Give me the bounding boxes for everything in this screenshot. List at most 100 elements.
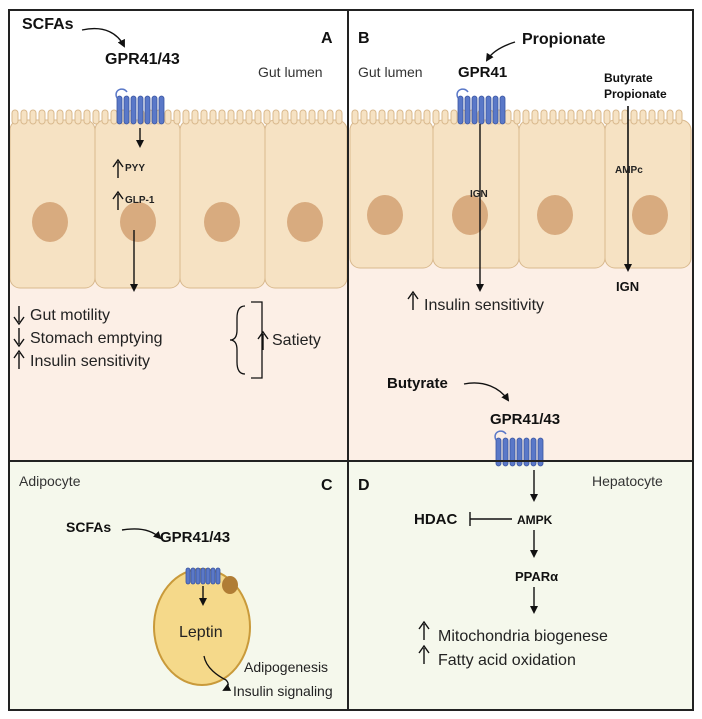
- microvillus: [326, 109, 334, 125]
- receptor-icon-b: [456, 88, 506, 125]
- microvillus: [299, 109, 307, 125]
- panel-letter-b: B: [358, 30, 370, 47]
- nucleus: [204, 202, 240, 242]
- microvillus: [414, 109, 422, 125]
- microvillus: [209, 109, 217, 125]
- butyrate-curved-arrow: [463, 382, 510, 402]
- ppar-label: PPARα: [515, 569, 559, 584]
- microvillus: [317, 109, 325, 125]
- epithelial-cells-a: [9, 119, 348, 289]
- microvillus: [290, 109, 298, 125]
- microvillus: [182, 109, 190, 125]
- epithelial-cells-b: [349, 119, 692, 269]
- effect-mitochondria: Mitochondria biogenese: [438, 628, 608, 645]
- microvillus: [621, 109, 629, 125]
- microvillus: [272, 109, 280, 125]
- curly-brace: [229, 305, 246, 375]
- receptor-label-a: GPR41/43: [105, 51, 180, 68]
- microvillus: [360, 109, 368, 125]
- microvillus: [173, 109, 181, 125]
- microvillus: [405, 109, 413, 125]
- ign-label: IGN: [616, 279, 640, 294]
- microvillus: [657, 109, 665, 125]
- microvillus: [254, 109, 262, 125]
- ampc-label: AMPc: [615, 165, 643, 176]
- leptin-label: Leptin: [179, 624, 223, 641]
- microvillus: [227, 109, 235, 125]
- microvillus: [65, 109, 73, 125]
- adipocyte-output-arrow: [203, 655, 232, 691]
- microvillus: [191, 109, 199, 125]
- microvillus: [92, 109, 100, 125]
- microvillus: [308, 109, 316, 125]
- adipogenesis-label: Adipogenesis: [244, 659, 329, 675]
- microvillus: [236, 109, 244, 125]
- microvillus: [432, 109, 440, 125]
- panel-letter-c: C: [321, 477, 333, 494]
- panel-letter-a: A: [321, 30, 333, 47]
- up-arrow-icon: [418, 620, 430, 640]
- microvillus: [74, 109, 82, 125]
- microvillus: [522, 109, 530, 125]
- region-label-d: Hepatocyte: [592, 473, 663, 489]
- pyy-label: PYY: [125, 163, 146, 174]
- effect-fatty-acid: Fatty acid oxidation: [438, 652, 576, 669]
- up-arrow-icon: [13, 349, 25, 369]
- propionate-label: Propionate: [522, 31, 606, 48]
- scfas-curved-arrow-c: [121, 528, 162, 540]
- microvillus: [666, 109, 674, 125]
- nucleus: [537, 195, 573, 235]
- scfas-curved-arrow-a: [81, 28, 125, 48]
- microvillus: [585, 109, 593, 125]
- microvillus: [101, 109, 109, 125]
- microvillus: [110, 109, 118, 125]
- glp1-label: GLP-1: [125, 195, 155, 206]
- hdac-label: HDAC: [414, 511, 458, 528]
- down-arrow-icon: [13, 306, 25, 326]
- region-label-b: Gut lumen: [358, 64, 423, 80]
- microvillus: [576, 109, 584, 125]
- microvillus: [200, 109, 208, 125]
- receptor-label-d: GPR41/43: [490, 411, 561, 428]
- microvillus: [504, 109, 512, 125]
- insulin-sensitivity-b: Insulin sensitivity: [424, 297, 545, 314]
- scfas-label-c: SCFAs: [66, 519, 112, 535]
- effect-insulin-sensitivity-a: Insulin sensitivity: [30, 353, 151, 370]
- microvillus: [648, 109, 656, 125]
- panel-letter-d: D: [358, 477, 370, 494]
- microvillus: [603, 109, 611, 125]
- up-arrow-icon: [407, 290, 419, 310]
- ign-small-label: IGN: [470, 189, 488, 200]
- nucleus: [452, 195, 488, 235]
- butyrate-label-d: Butyrate: [387, 375, 448, 392]
- microvillus: [218, 109, 226, 125]
- region-label-a: Gut lumen: [258, 64, 323, 80]
- effect-gut-motility: Gut motility: [30, 307, 111, 324]
- microvillus: [164, 109, 172, 125]
- microvillus: [675, 109, 683, 125]
- microvillus: [558, 109, 566, 125]
- microvillus: [387, 109, 395, 125]
- outcome-satiety: Satiety: [272, 332, 321, 349]
- propionate-curved-arrow: [485, 41, 516, 62]
- nucleus: [120, 202, 156, 242]
- microvillus: [263, 109, 271, 125]
- microvillus: [38, 109, 46, 125]
- microvillus: [630, 109, 638, 125]
- microvillus: [378, 109, 386, 125]
- receptor-icon-a: [115, 88, 165, 125]
- microvillus: [540, 109, 548, 125]
- microvillus: [245, 109, 253, 125]
- receptor-label-c: GPR41/43: [160, 529, 231, 546]
- microvillus: [281, 109, 289, 125]
- region-label-c: Adipocyte: [19, 473, 81, 489]
- up-arrow-icon: [112, 158, 124, 178]
- microvillus: [531, 109, 539, 125]
- microvillus: [335, 109, 343, 125]
- microvillus: [11, 109, 19, 125]
- microvillus: [83, 109, 91, 125]
- nucleus: [632, 195, 668, 235]
- figure-border: [8, 9, 694, 711]
